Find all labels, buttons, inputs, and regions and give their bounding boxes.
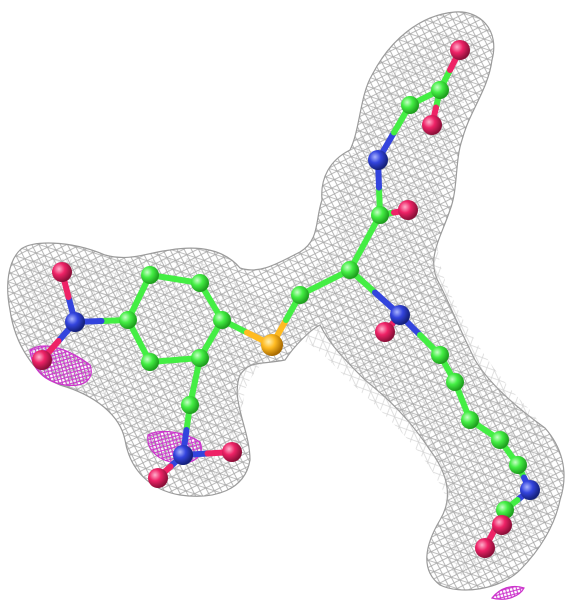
sulfur-atom: [261, 334, 283, 356]
oxygen-atom: [475, 538, 495, 558]
carbon-atom: [181, 396, 199, 414]
carbon-atom: [371, 206, 389, 224]
carbon-atom: [509, 456, 527, 474]
carbon-atom: [496, 501, 514, 519]
carbon-atom: [141, 266, 159, 284]
mesh-inner-layer: [18, 32, 554, 576]
carbon-atom: [119, 311, 137, 329]
carbon-atom: [446, 373, 464, 391]
oxygen-atom: [32, 350, 52, 370]
oxygen-atom: [52, 262, 72, 282]
carbon-atom: [401, 96, 419, 114]
carbon-atom: [213, 311, 231, 329]
carbon-atom: [291, 286, 309, 304]
carbon-atom: [191, 274, 209, 292]
oxygen-atom: [450, 40, 470, 60]
oxygen-atom: [398, 200, 418, 220]
nitrogen-atom: [65, 312, 85, 332]
nitrogen-atom: [520, 480, 540, 500]
carbon-atom: [431, 81, 449, 99]
carbon-atom: [341, 261, 359, 279]
oxygen-atom: [422, 115, 442, 135]
nitrogen-atom: [173, 445, 193, 465]
oxygen-atom: [222, 442, 242, 462]
density-mesh: [7, 11, 565, 591]
carbon-atom: [191, 349, 209, 367]
oxygen-atom: [375, 322, 395, 342]
carbon-atom: [431, 346, 449, 364]
atoms: [32, 40, 540, 558]
nitrogen-atom: [390, 305, 410, 325]
diff-blob-bottom-right: [490, 585, 525, 600]
carbon-atom: [461, 411, 479, 429]
carbon-atom: [141, 353, 159, 371]
oxygen-atom: [148, 468, 168, 488]
oxygen-atom: [492, 515, 512, 535]
nitrogen-atom: [368, 150, 388, 170]
carbon-atom: [491, 431, 509, 449]
